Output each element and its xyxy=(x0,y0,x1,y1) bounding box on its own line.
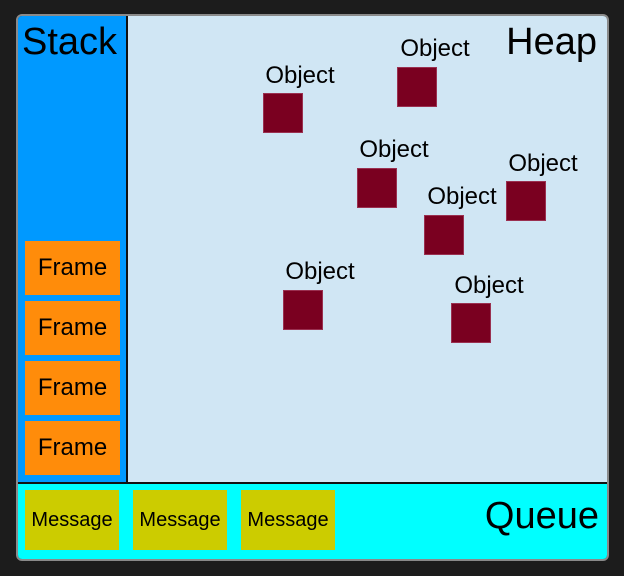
stack-region: Stack Frame Frame Frame Frame xyxy=(18,16,128,482)
runtime-diagram: Stack Frame Frame Frame Frame Heap Objec… xyxy=(16,14,609,561)
queue-message: Message xyxy=(133,490,227,550)
stack-frame: Frame xyxy=(25,301,120,355)
heap-object-label: Object xyxy=(285,258,355,285)
queue-message: Message xyxy=(25,490,119,550)
heap-title: Heap xyxy=(506,21,597,63)
heap-object-label: Object xyxy=(359,136,429,163)
heap-object xyxy=(424,215,464,255)
heap-object xyxy=(451,303,491,343)
stack-frame: Frame xyxy=(25,241,120,295)
queue-region: Message Message Message Queue xyxy=(18,482,607,559)
stack-frame: Frame xyxy=(25,361,120,415)
queue-message: Message xyxy=(241,490,335,550)
heap-object xyxy=(506,181,546,221)
heap-object xyxy=(263,93,303,133)
heap-region: Heap Object Object Object Object Object … xyxy=(128,16,607,482)
heap-object xyxy=(357,168,397,208)
queue-title: Queue xyxy=(484,495,599,537)
heap-object xyxy=(283,290,323,330)
stack-frame: Frame xyxy=(25,421,120,475)
stack-title: Stack xyxy=(22,21,118,63)
heap-object xyxy=(397,67,437,107)
heap-object-label: Object xyxy=(508,150,578,177)
heap-object-label: Object xyxy=(427,183,497,210)
heap-object-label: Object xyxy=(400,35,470,62)
heap-object-label: Object xyxy=(265,62,335,89)
heap-object-label: Object xyxy=(454,272,524,299)
